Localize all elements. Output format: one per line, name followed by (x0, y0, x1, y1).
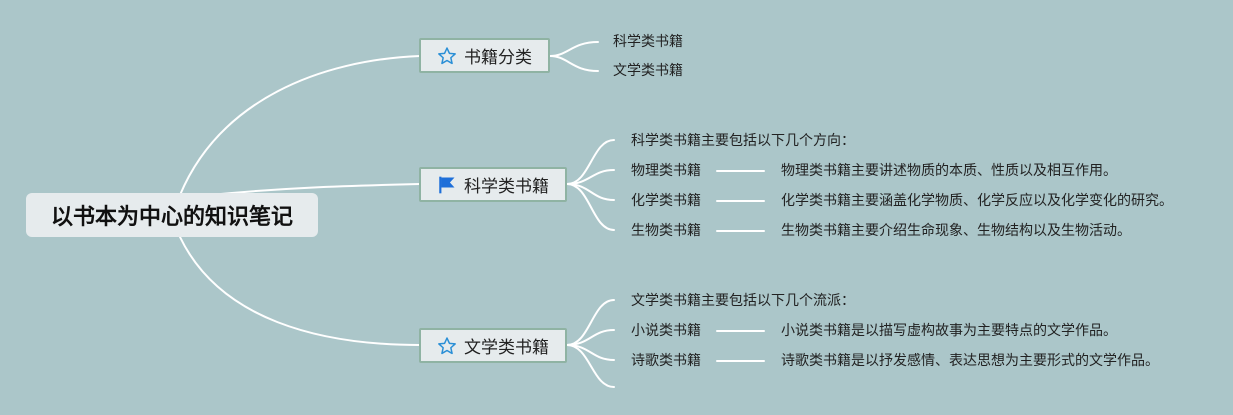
literature-desc-novel[interactable]: 小说类书籍是以描写虚构故事为主要特点的文学作品。 (781, 323, 1117, 339)
flag-icon (437, 175, 457, 195)
branch-science-books[interactable]: 科学类书籍 (419, 167, 567, 202)
literature-intro[interactable]: 文学类书籍主要包括以下几个流派： (631, 293, 855, 309)
science-item-chemistry[interactable]: 化学类书籍 (631, 193, 701, 209)
category-item-science[interactable]: 科学类书籍 (613, 34, 683, 50)
category-item-literature[interactable]: 文学类书籍 (613, 63, 683, 79)
branch-label: 书籍分类 (464, 48, 532, 68)
literature-desc-poetry[interactable]: 诗歌类书籍是以抒发感情、表达思想为主要形式的文学作品。 (781, 353, 1159, 369)
branch-book-categories[interactable]: 书籍分类 (419, 38, 550, 73)
branch-label: 科学类书籍 (464, 177, 549, 197)
star-icon (437, 336, 457, 356)
science-desc-biology[interactable]: 生物类书籍主要介绍生命现象、生物结构以及生物活动。 (781, 223, 1131, 239)
science-item-physics[interactable]: 物理类书籍 (631, 163, 701, 179)
literature-item-poetry[interactable]: 诗歌类书籍 (631, 353, 701, 369)
root-topic[interactable]: 以书本为中心的知识笔记 (26, 193, 318, 237)
literature-item-novel[interactable]: 小说类书籍 (631, 323, 701, 339)
science-desc-physics[interactable]: 物理类书籍主要讲述物质的本质、性质以及相互作用。 (781, 163, 1117, 179)
science-intro[interactable]: 科学类书籍主要包括以下几个方向： (631, 133, 855, 149)
branch-literature-books[interactable]: 文学类书籍 (419, 328, 567, 363)
science-item-biology[interactable]: 生物类书籍 (631, 223, 701, 239)
science-desc-chemistry[interactable]: 化学类书籍主要涵盖化学物质、化学反应以及化学变化的研究。 (781, 193, 1173, 209)
branch-label: 文学类书籍 (464, 338, 549, 358)
root-topic-label: 以书本为中心的知识笔记 (50, 205, 293, 230)
star-icon (437, 46, 457, 66)
